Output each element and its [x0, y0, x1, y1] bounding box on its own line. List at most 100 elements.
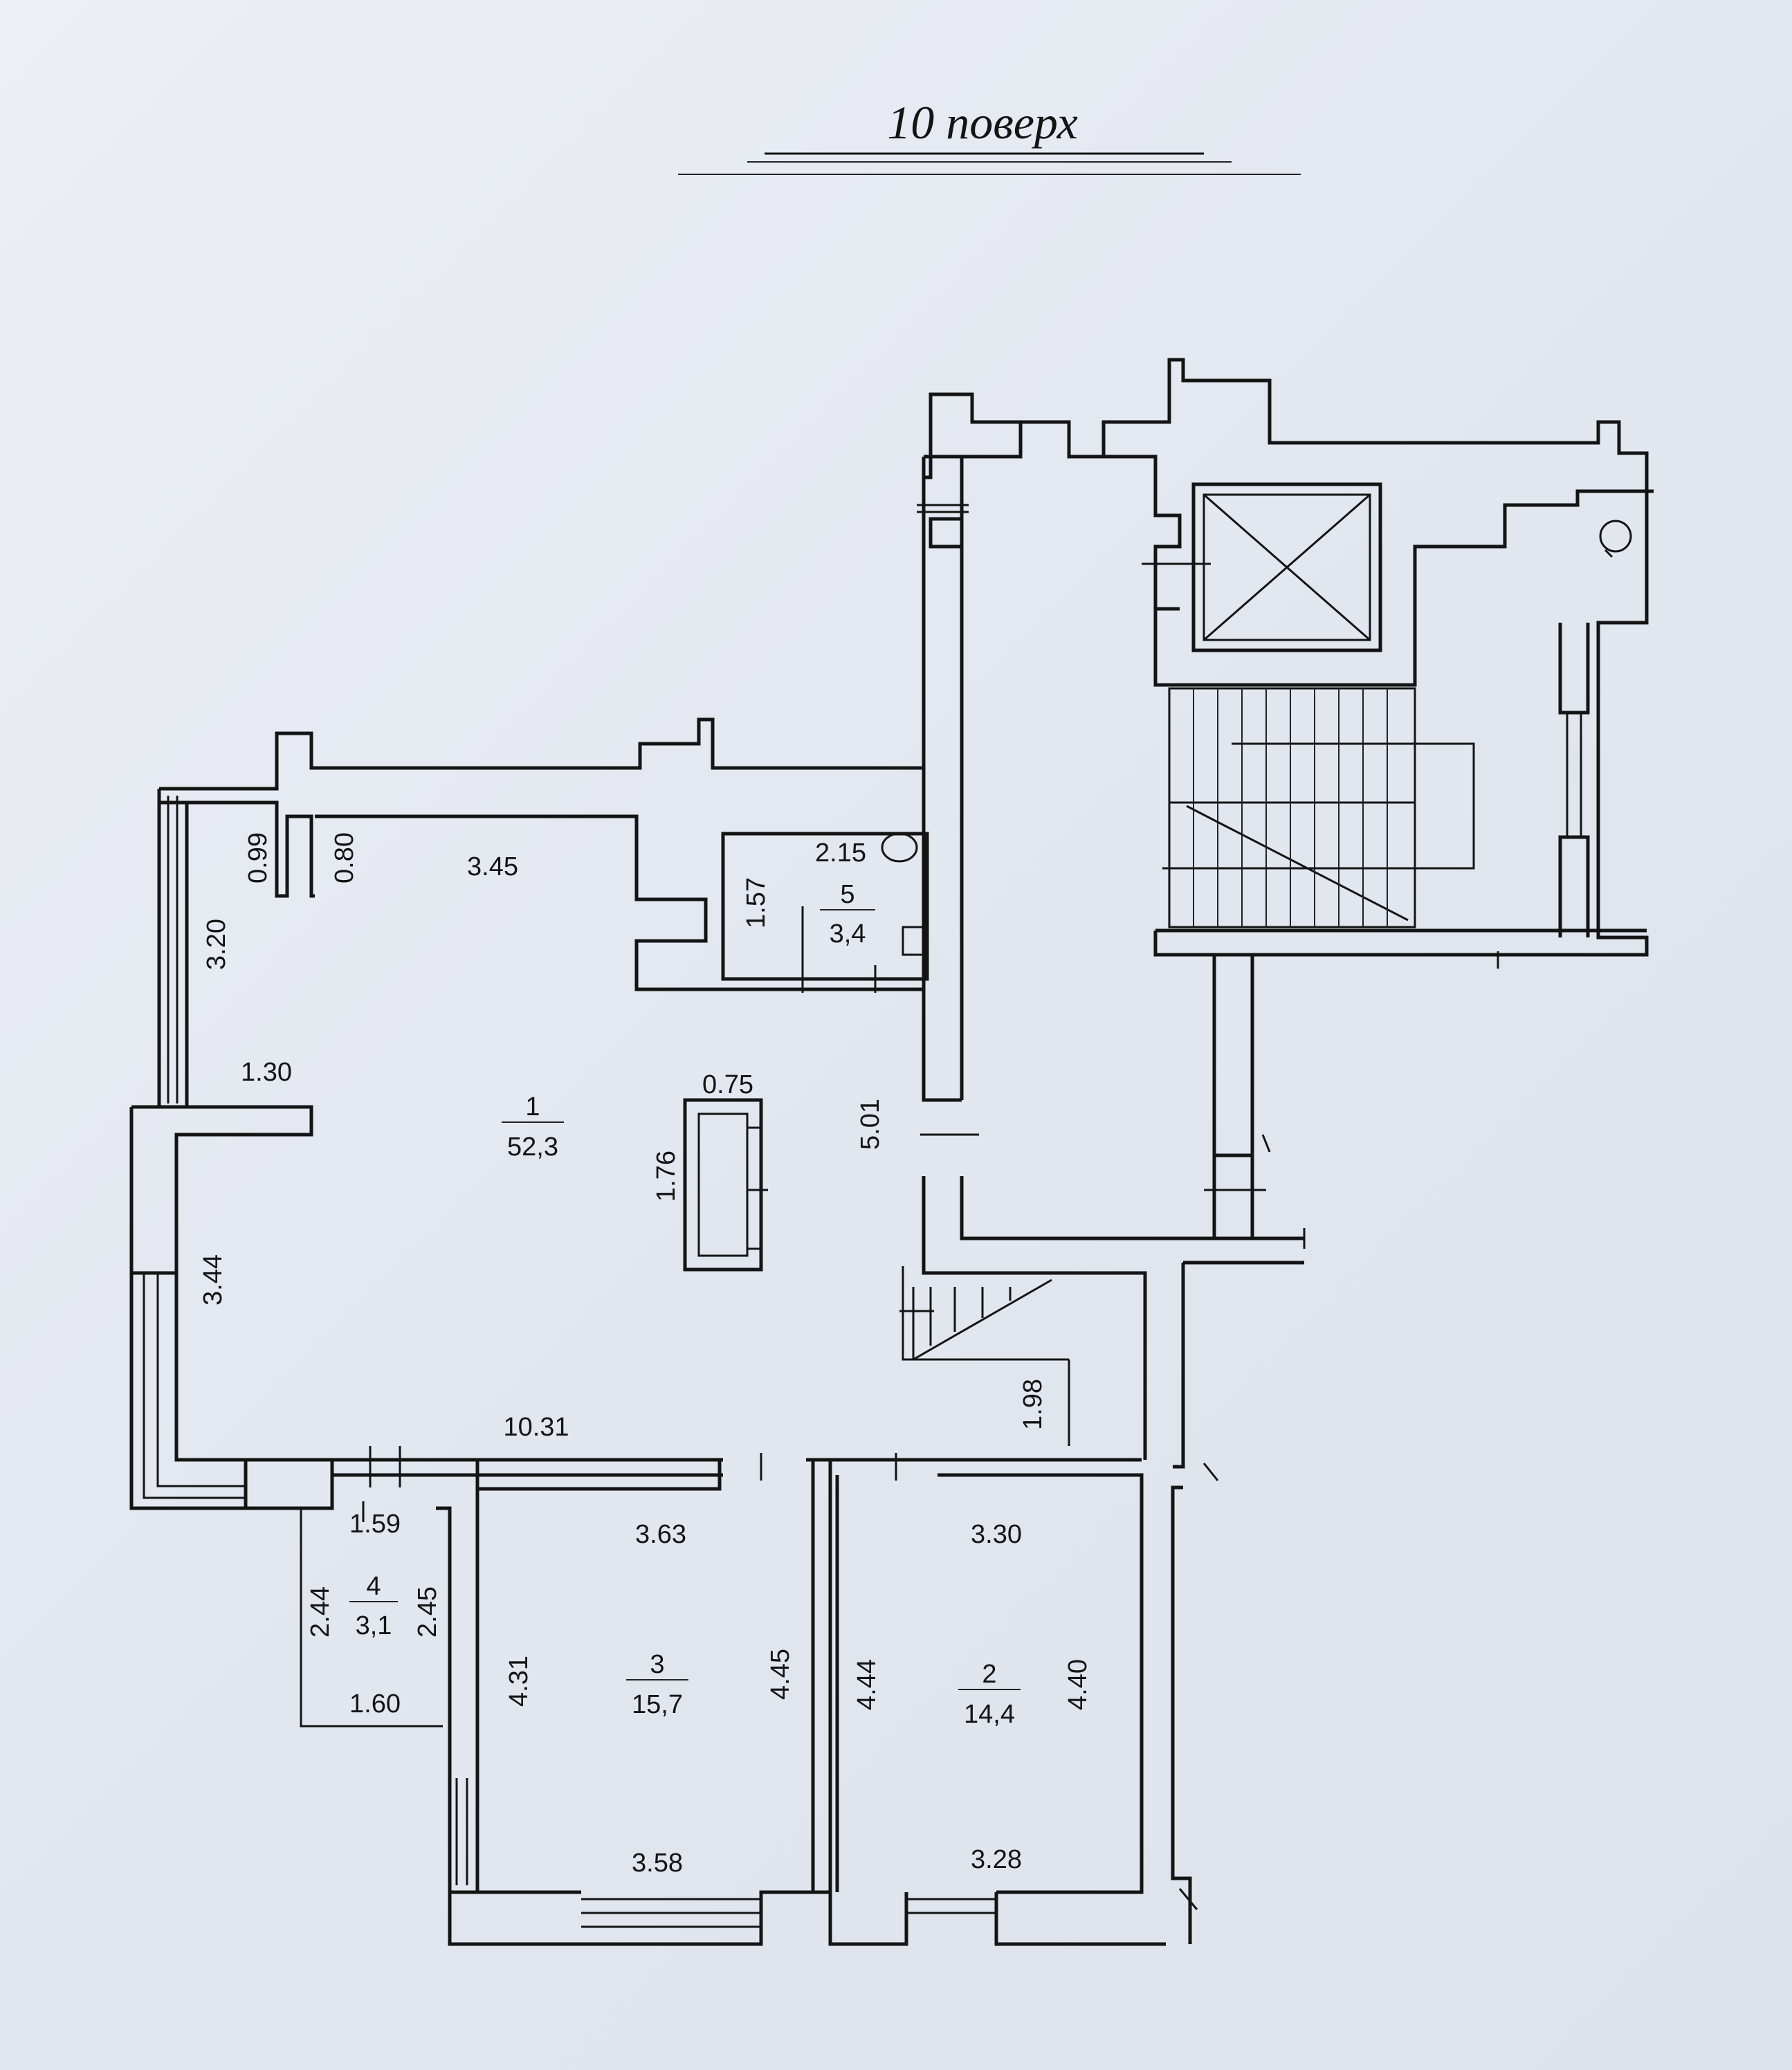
- room-5-area: 3,4: [830, 919, 866, 949]
- room-4-outline: [300, 1508, 443, 1728]
- core-lower-shaft: [1212, 955, 1254, 1157]
- stair-direction-line: [1162, 742, 1475, 870]
- apartment-walls: [129, 392, 1306, 1510]
- room-5-label: 5 3,4: [820, 880, 875, 949]
- column: [683, 1098, 768, 1272]
- dim-label: 1.59: [349, 1510, 401, 1539]
- dim-label: 1.76: [652, 1151, 681, 1202]
- dim-label: 2.45: [413, 1586, 442, 1638]
- sink-icon: [902, 926, 925, 956]
- dim-label: 3.63: [635, 1520, 686, 1549]
- stair-diagonal: [1186, 805, 1409, 922]
- dim-label: 1.57: [742, 877, 771, 928]
- bathroom: [721, 832, 929, 993]
- room-3-pier: [448, 1771, 477, 1894]
- room-1-number: 1: [525, 1092, 540, 1121]
- room-3-label: 3 15,7: [626, 1650, 688, 1719]
- chute-icon: [1599, 520, 1632, 553]
- corridor-east-lower: [1171, 1485, 1192, 1944]
- dimension-labels: 0.99 0.80 3.45 3.20 1.30 3.44 0.75 1.76 …: [199, 832, 1092, 1878]
- bathroom-walls: [721, 832, 929, 981]
- dim-label: 4.44: [852, 1659, 881, 1710]
- break-mark-3: [1178, 1888, 1198, 1910]
- room-1-east-lower: [922, 989, 962, 1102]
- dim-label: 3.20: [202, 919, 231, 970]
- elevator-shaft: [1191, 482, 1382, 652]
- room-2-south-left: [828, 1892, 908, 1946]
- chute-tick: [1604, 549, 1613, 558]
- entry-hall-wall: [922, 1176, 1147, 1460]
- core-outer-wall: [1021, 358, 1649, 957]
- room-2-number: 2: [982, 1660, 996, 1689]
- room-3-walls: [448, 1460, 813, 1946]
- room-1-area: 52,3: [507, 1133, 558, 1162]
- room-labels: 1 52,3 2 14,4 3 15,7 4 3,1 5 3,4: [349, 880, 1021, 1729]
- dim-label: 3.30: [971, 1520, 1022, 1549]
- dim-label: 3.44: [199, 1254, 228, 1306]
- room-2-walls: [828, 1473, 1166, 1946]
- common-corridor: [1171, 1261, 1304, 1944]
- dim-label: 0.75: [702, 1070, 753, 1099]
- room-3-number: 3: [650, 1650, 664, 1679]
- dim-label: 1.98: [1018, 1379, 1048, 1430]
- staircase-core: [1021, 358, 1654, 1238]
- west-wall-lower-inner: [174, 1273, 246, 1462]
- column-inner: [697, 1112, 749, 1257]
- dim-label: 4.45: [766, 1649, 795, 1700]
- column-outer: [683, 1098, 763, 1272]
- room-3-area: 15,7: [632, 1690, 683, 1719]
- room-5-number: 5: [840, 880, 854, 909]
- elevator-x-2: [1203, 493, 1371, 641]
- dim-label: 2.44: [306, 1586, 335, 1638]
- core-inner: [1153, 489, 1654, 687]
- room-4-label: 4 3,1: [349, 1572, 398, 1640]
- dim-label: 4.31: [504, 1656, 533, 1707]
- core-west-upper: [1104, 455, 1182, 611]
- dim-label: 10.31: [503, 1413, 569, 1442]
- room-4-east: [436, 1506, 452, 1771]
- entry-hall-north: [960, 1176, 1304, 1240]
- dim-label: 4.40: [1063, 1659, 1092, 1710]
- stair-area: [1168, 687, 1416, 928]
- north-wall-inner: [159, 800, 315, 898]
- stair-treads: [1193, 688, 1388, 927]
- dim-label: 1.30: [241, 1058, 292, 1087]
- room-4-walls: [300, 1501, 452, 1771]
- corridor-east-wall: [1173, 1263, 1185, 1469]
- corridor-jamb: [929, 517, 964, 549]
- dim-label: 3.58: [632, 1849, 683, 1878]
- dim-label: 2.15: [815, 839, 866, 868]
- room-2-3-partition: [811, 1460, 832, 1894]
- west-window-lower-1: [143, 1273, 246, 1499]
- room-2-south-right: [994, 1892, 1166, 1946]
- dim-label: 1.60: [349, 1689, 401, 1719]
- break-mark-2: [1203, 1463, 1219, 1481]
- core-window-jamb-bottom: [1558, 835, 1590, 937]
- room-4-area: 3,1: [356, 1611, 392, 1640]
- room-2-label: 2 14,4: [958, 1660, 1021, 1729]
- dim-label: 3.28: [971, 1845, 1022, 1874]
- south-pier: [244, 1458, 334, 1510]
- room-1-label: 1 52,3: [502, 1092, 564, 1162]
- core-window-jamb-top: [1558, 623, 1590, 715]
- elevator-cabin: [1203, 493, 1371, 641]
- title-block: 10 поверх: [678, 96, 1301, 175]
- room-1-north-wall: [315, 814, 924, 991]
- dim-label: 3.45: [467, 852, 518, 881]
- north-wall: [159, 392, 1023, 791]
- dim-label: 0.80: [330, 832, 359, 883]
- west-wall-lower-outer: [129, 1273, 246, 1510]
- room-4-number: 4: [366, 1572, 381, 1601]
- toilet-icon: [881, 832, 918, 863]
- inner-stair-outline: [902, 1266, 1069, 1361]
- inner-stair-diagonal: [913, 1279, 1052, 1361]
- room-2-east: [996, 1473, 1144, 1894]
- dim-label: 5.01: [856, 1099, 885, 1150]
- dim-label: 0.99: [244, 832, 273, 883]
- room-2-area: 14,4: [964, 1700, 1015, 1729]
- room-3-north: [477, 1460, 722, 1491]
- west-window-lower-2: [156, 1273, 246, 1487]
- west-pier: [129, 1105, 313, 1275]
